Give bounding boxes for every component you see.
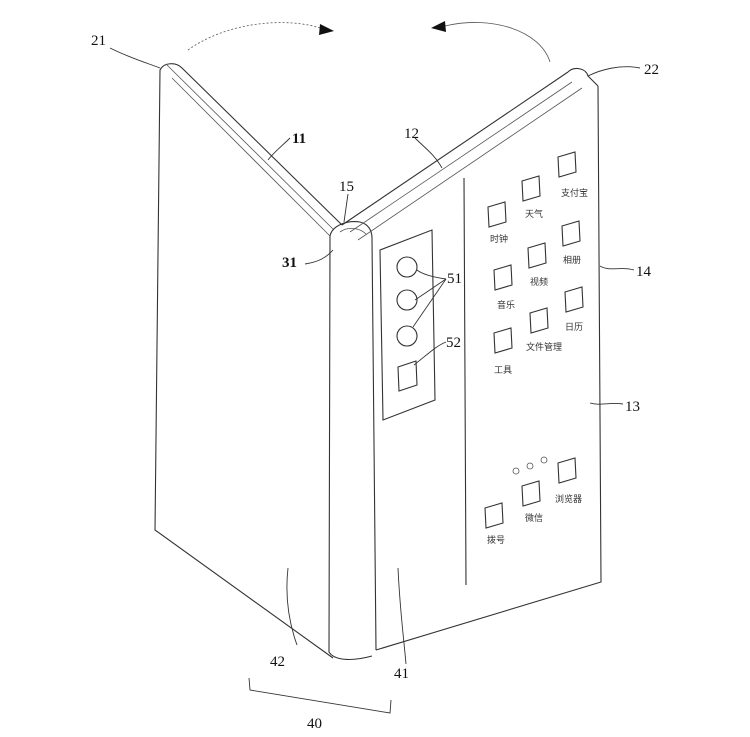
ref-31: 31	[282, 255, 297, 271]
ref-40: 40	[307, 716, 322, 732]
ref-52: 52	[446, 335, 461, 351]
arrow-head-right	[319, 24, 334, 35]
hinge-spine	[328, 221, 377, 661]
app-label-calendar: 日历	[565, 322, 583, 332]
app-label-wechat: 微信	[525, 512, 543, 523]
app-label-weather: 天气	[525, 208, 543, 219]
left-panel	[154, 63, 343, 659]
camera-lens-3	[396, 325, 418, 347]
camera-lens-2	[396, 289, 418, 311]
app-label-video: 视频	[530, 276, 548, 287]
app-label-clock: 时钟	[490, 233, 508, 244]
ref-13: 13	[625, 399, 640, 415]
ref-15: 15	[339, 179, 354, 195]
app-label-phone: 拨号	[487, 534, 505, 545]
app-grid: 支付宝 天气 时钟 相册 视频 音乐 日历 文件管理 工具 浏览器 微信 拨号	[484, 151, 588, 545]
ref-42: 42	[270, 654, 285, 670]
fold-arrows	[187, 21, 551, 63]
app-label-photos: 相册	[563, 254, 581, 265]
app-label-browser: 浏览器	[555, 493, 582, 504]
flash-square	[397, 360, 418, 392]
fold-arrow-right	[444, 22, 551, 63]
ref-51: 51	[447, 271, 462, 287]
camera-module	[379, 229, 436, 421]
arrow-head-left	[431, 21, 446, 32]
reference-numerals: 21 22 11 12 15 31 14 13 51 52 42 41 40	[91, 33, 659, 732]
ref-22: 22	[644, 62, 659, 78]
fold-arrow-left	[187, 22, 321, 51]
ref-14: 14	[636, 264, 652, 280]
camera-lens-1	[396, 256, 418, 278]
ref-11: 11	[292, 131, 306, 147]
app-label-files: 文件管理	[526, 341, 562, 352]
app-label-alipay: 支付宝	[561, 187, 588, 198]
app-label-music: 音乐	[497, 299, 515, 310]
app-label-tools: 工具	[494, 365, 512, 375]
ref-12: 12	[404, 126, 419, 142]
leader-lines	[109, 47, 641, 714]
ref-21: 21	[91, 33, 106, 49]
right-panel	[341, 67, 602, 651]
ref-41: 41	[394, 666, 409, 682]
